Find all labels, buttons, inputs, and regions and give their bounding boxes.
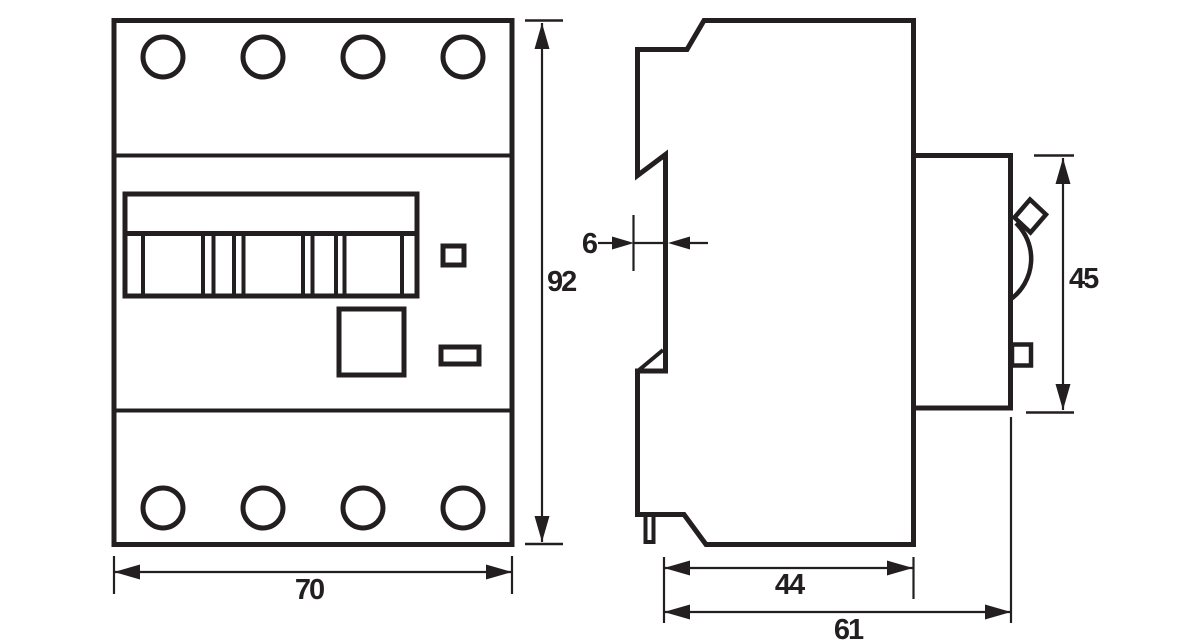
- side-view: [635, 18, 1050, 547]
- dimension-label-height: 92: [547, 266, 576, 298]
- dimension-label-width: 70: [295, 574, 324, 606]
- dimension-total-depth: 61: [664, 417, 1013, 644]
- dimension-label-face-height: 45: [1069, 263, 1099, 295]
- terminal-hole: [240, 34, 286, 80]
- arrowhead-right: [486, 564, 512, 580]
- toggle-handle-dividers: [141, 236, 404, 294]
- dimension-rail-offset: 6: [582, 215, 708, 271]
- arrowhead-left: [114, 564, 140, 580]
- dimension-label-body-depth: 44: [775, 569, 805, 601]
- arrowhead-left: [664, 604, 690, 620]
- dimension-face-height: 45: [1026, 154, 1101, 414]
- toggle-lever-handle: [1011, 196, 1050, 236]
- terminal-hole: [440, 34, 486, 80]
- terminal-hole: [440, 485, 486, 531]
- bottom-terminal-holes: [140, 485, 486, 531]
- arrowhead-left: [668, 236, 690, 250]
- top-terminal-holes: [140, 34, 486, 80]
- side-body-profile: [635, 18, 916, 547]
- front-body-outline: [111, 18, 515, 547]
- dimension-front-height: 92: [525, 19, 578, 546]
- arrowhead-right: [887, 560, 913, 576]
- dimension-label-rail-offset: 6: [582, 228, 598, 260]
- toggle-lever-arc: [1009, 221, 1034, 301]
- arrowhead-up: [1055, 158, 1071, 184]
- terminal-hole: [340, 485, 386, 531]
- terminal-hole: [240, 485, 286, 531]
- front-face-panel: [913, 153, 1013, 411]
- toggle-switch-assembly: [122, 191, 420, 299]
- test-button: [336, 306, 407, 378]
- front-view: [111, 18, 515, 547]
- dimension-front-width: 70: [112, 556, 514, 606]
- arrowhead-up: [534, 23, 550, 49]
- terminal-hole: [340, 34, 386, 80]
- dimension-label-total-depth: 61: [834, 614, 864, 644]
- terminal-hole: [140, 34, 186, 80]
- arrowhead-right: [612, 236, 634, 250]
- indicator-window: [440, 243, 467, 268]
- label-window: [438, 344, 482, 367]
- side-test-button: [1009, 342, 1034, 368]
- arrowhead-down: [534, 516, 550, 542]
- din-clip-barb: [637, 348, 665, 372]
- toggle-frame: [122, 191, 420, 299]
- din-clip-foot-pin: [643, 516, 656, 544]
- arrowhead-right: [985, 604, 1011, 620]
- arrowhead-down: [1055, 384, 1071, 410]
- terminal-hole: [140, 485, 186, 531]
- arrowhead-left: [664, 560, 690, 576]
